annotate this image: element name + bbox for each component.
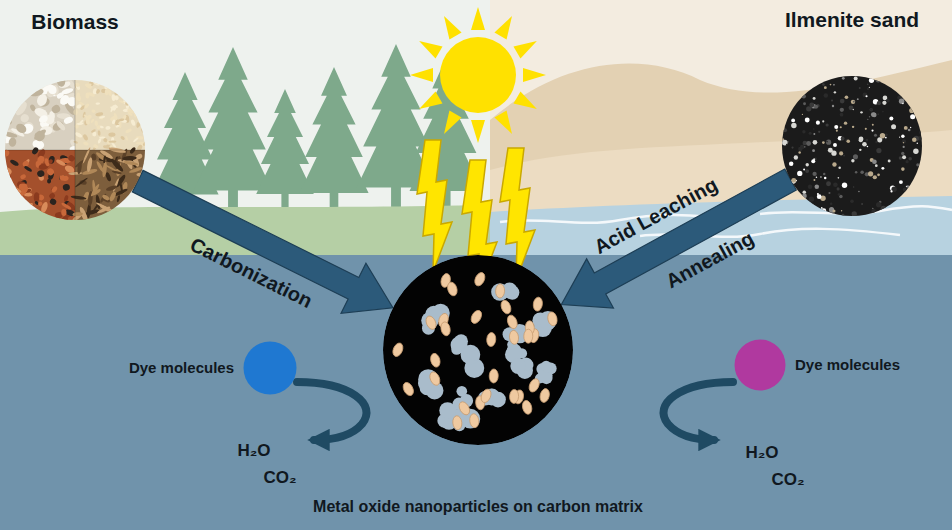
ilmenite-sand-circle: Ilmenite sand [782, 76, 922, 216]
product-label: CO₂ [263, 468, 296, 488]
dye-label: Dye molecules [129, 359, 234, 376]
process-arrow [561, 169, 796, 308]
circle-shape [383, 255, 573, 445]
lower-panel [0, 255, 952, 530]
text-group: Ilmenite sand [785, 8, 919, 32]
text-group: Dye molecules [129, 359, 234, 376]
circle-shape [243, 341, 297, 395]
circle-texture [0, 72, 149, 225]
product-label: CO₂ [771, 470, 804, 490]
nanocomposite-circle: Metal oxide nanoparticles on carbon matr… [383, 255, 573, 445]
circle-shape [782, 76, 922, 216]
product-label: H₂O [237, 441, 270, 461]
product-label: H₂O [745, 443, 778, 463]
dye-label: Dye molecules [795, 356, 900, 373]
dye-molecule-circle: Dye molecules [243, 341, 297, 395]
process-label: Annealing [662, 227, 758, 293]
heading-text: Ilmenite sand [785, 8, 919, 32]
circle-texture [780, 73, 924, 218]
process-label: Acid Leaching [591, 174, 722, 260]
circle-texture [383, 255, 573, 445]
caption-text: Metal oxide nanoparticles on carbon matr… [313, 498, 643, 516]
dye-dot [244, 342, 297, 395]
sun [410, 7, 546, 143]
heading-text: Biomass [31, 10, 119, 34]
process-arrow [132, 170, 393, 313]
circle-shape [5, 80, 145, 220]
dye-dot [735, 340, 786, 391]
biomass-photo-circle: Biomass [5, 80, 145, 220]
text-group: Biomass [31, 10, 119, 34]
text-group: Metal oxide nanoparticles on carbon matr… [313, 498, 643, 516]
dye-molecule-circle: Dye molecules [734, 339, 786, 391]
process-label: Carbonization [186, 233, 316, 313]
text-group: Dye molecules [795, 356, 900, 373]
circle-shape [734, 339, 786, 391]
